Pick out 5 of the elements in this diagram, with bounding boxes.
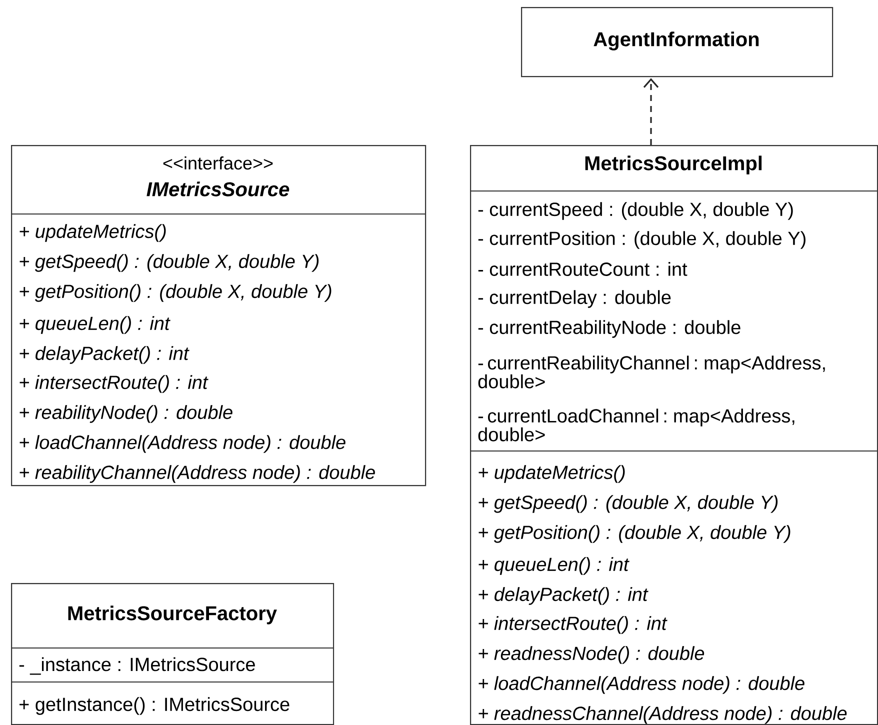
dashed-arrow [643,78,659,145]
class-box: MetricsSourceImpl - currentSpeed : (double X, double Y) - currentPosition : (double X, double Y) - currentRouteCount : int - currentDelay : double - currentReabilityNode : double - currentReabilityChannel : map<Address, double> - currentLoadChannel : map<Address, double> + updateMetrics() + getSpeed() : (double X, double Y) + getPosition() : (double X, double Y) + queueLen() : int + delayPacket() : int + intersectRoute() : int + readnessNode() : double + loadChannel(Address node) : double + readnessChannel(Address node) : double [470,145,878,725]
class-box: AgentInformation [521,7,834,78]
class-box: MetricsSourceFactory - _instance : IMetricsSource + getInstance() : IMetricsSource [11,583,334,725]
class-box: <<interface>> IMetricsSource + updateMetrics() + getSpeed() : (double X, double Y) + getPosition() : (double X, double Y) + queueLen() : int + delayPacket() : int + intersectRoute() : int + reabilityNode() : double + loadChannel(Address node) : double + reabilityChannel(Address node) : double [11,145,426,486]
